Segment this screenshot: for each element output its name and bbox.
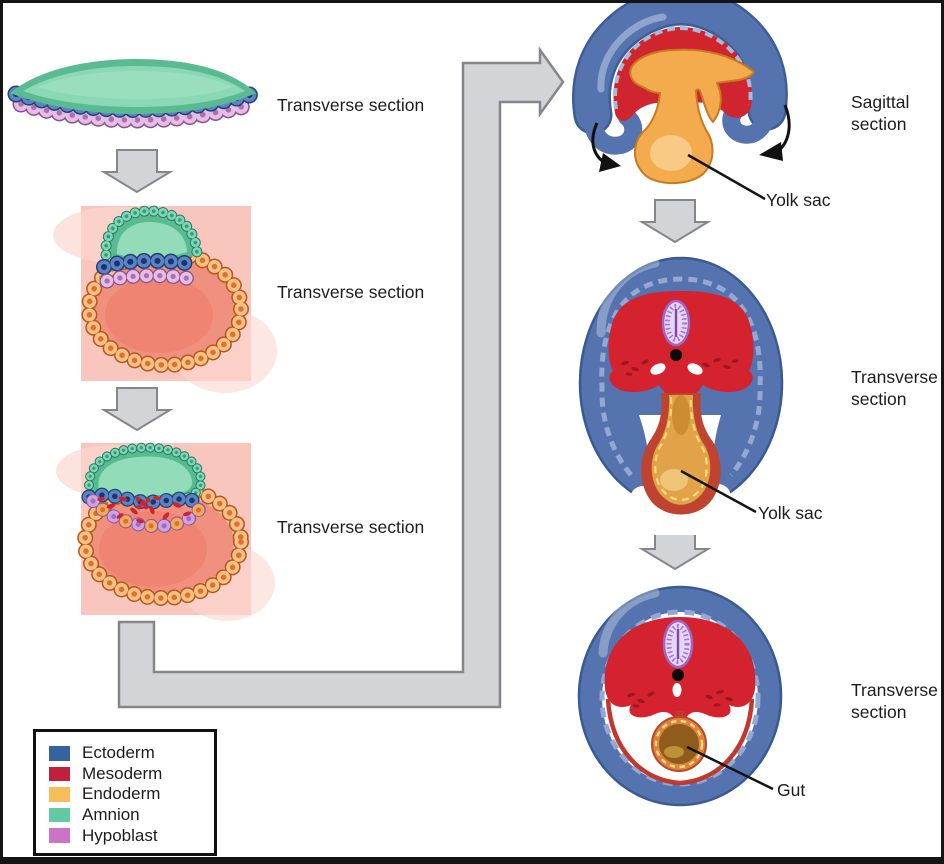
legend-label: Hypoblast — [82, 825, 158, 845]
legend-swatch-hypoblast — [49, 828, 70, 843]
legend-item-hypoblast: Hypoblast — [49, 825, 214, 846]
flow-connector-arrow — [117, 46, 565, 709]
legend-box: Ectoderm Mesoderm Endoderm Amnion Hypobl… — [33, 729, 217, 856]
stage-body-closed — [577, 585, 783, 807]
fold-direction-arrow-left — [591, 122, 621, 172]
stage-mesoderm-formation — [56, 442, 275, 621]
legend-swatch-ectoderm — [49, 746, 70, 761]
stage-label: Sagittal section — [851, 92, 910, 134]
stage-label: Transverse section — [851, 367, 938, 409]
annotation-gut: Gut — [777, 780, 806, 800]
somite-cell-marks — [627, 689, 733, 708]
legend-swatch-amnion — [49, 807, 70, 823]
down-arrow-icon — [638, 199, 712, 244]
annotation-yolk-sac: Yolk sac — [766, 190, 831, 210]
mesoderm-cells — [97, 495, 191, 524]
stage-label: Transverse section — [851, 680, 938, 722]
leader-line-yolk-sac-2 — [680, 469, 757, 514]
stage-label: Transverse section — [277, 95, 425, 115]
legend-item-amnion: Amnion — [49, 805, 214, 826]
leader-line-gut — [686, 745, 774, 791]
legend-item-mesoderm: Mesoderm — [49, 764, 214, 785]
annotation-yolk-sac: Yolk sac — [758, 503, 823, 523]
legend-swatch-endoderm — [49, 787, 70, 802]
stage-sagittal-folding — [572, 3, 791, 201]
somite-cell-marks — [621, 357, 739, 376]
down-arrow-icon — [100, 149, 174, 194]
stage-trilaminar-disc — [7, 59, 262, 129]
stage-transverse-folding — [578, 256, 784, 535]
embryo-folding-illustration — [7, 3, 791, 807]
legend-label: Ectoderm — [82, 743, 155, 763]
stage-label: Transverse section — [277, 282, 425, 302]
legend-item-ectoderm: Ectoderm — [49, 743, 214, 764]
fold-direction-arrow-right — [759, 104, 791, 161]
legend-label: Endoderm — [82, 784, 161, 804]
legend-label: Mesoderm — [82, 763, 163, 783]
stage-amnion-cavity — [53, 205, 277, 393]
legend-swatch-mesoderm — [49, 766, 70, 782]
legend-label: Amnion — [82, 805, 140, 825]
leader-line-yolk-sac-1 — [687, 153, 766, 201]
down-arrow-icon — [100, 387, 174, 432]
stage-label: Transverse section — [277, 517, 425, 537]
legend-item-endoderm: Endoderm — [49, 784, 214, 805]
